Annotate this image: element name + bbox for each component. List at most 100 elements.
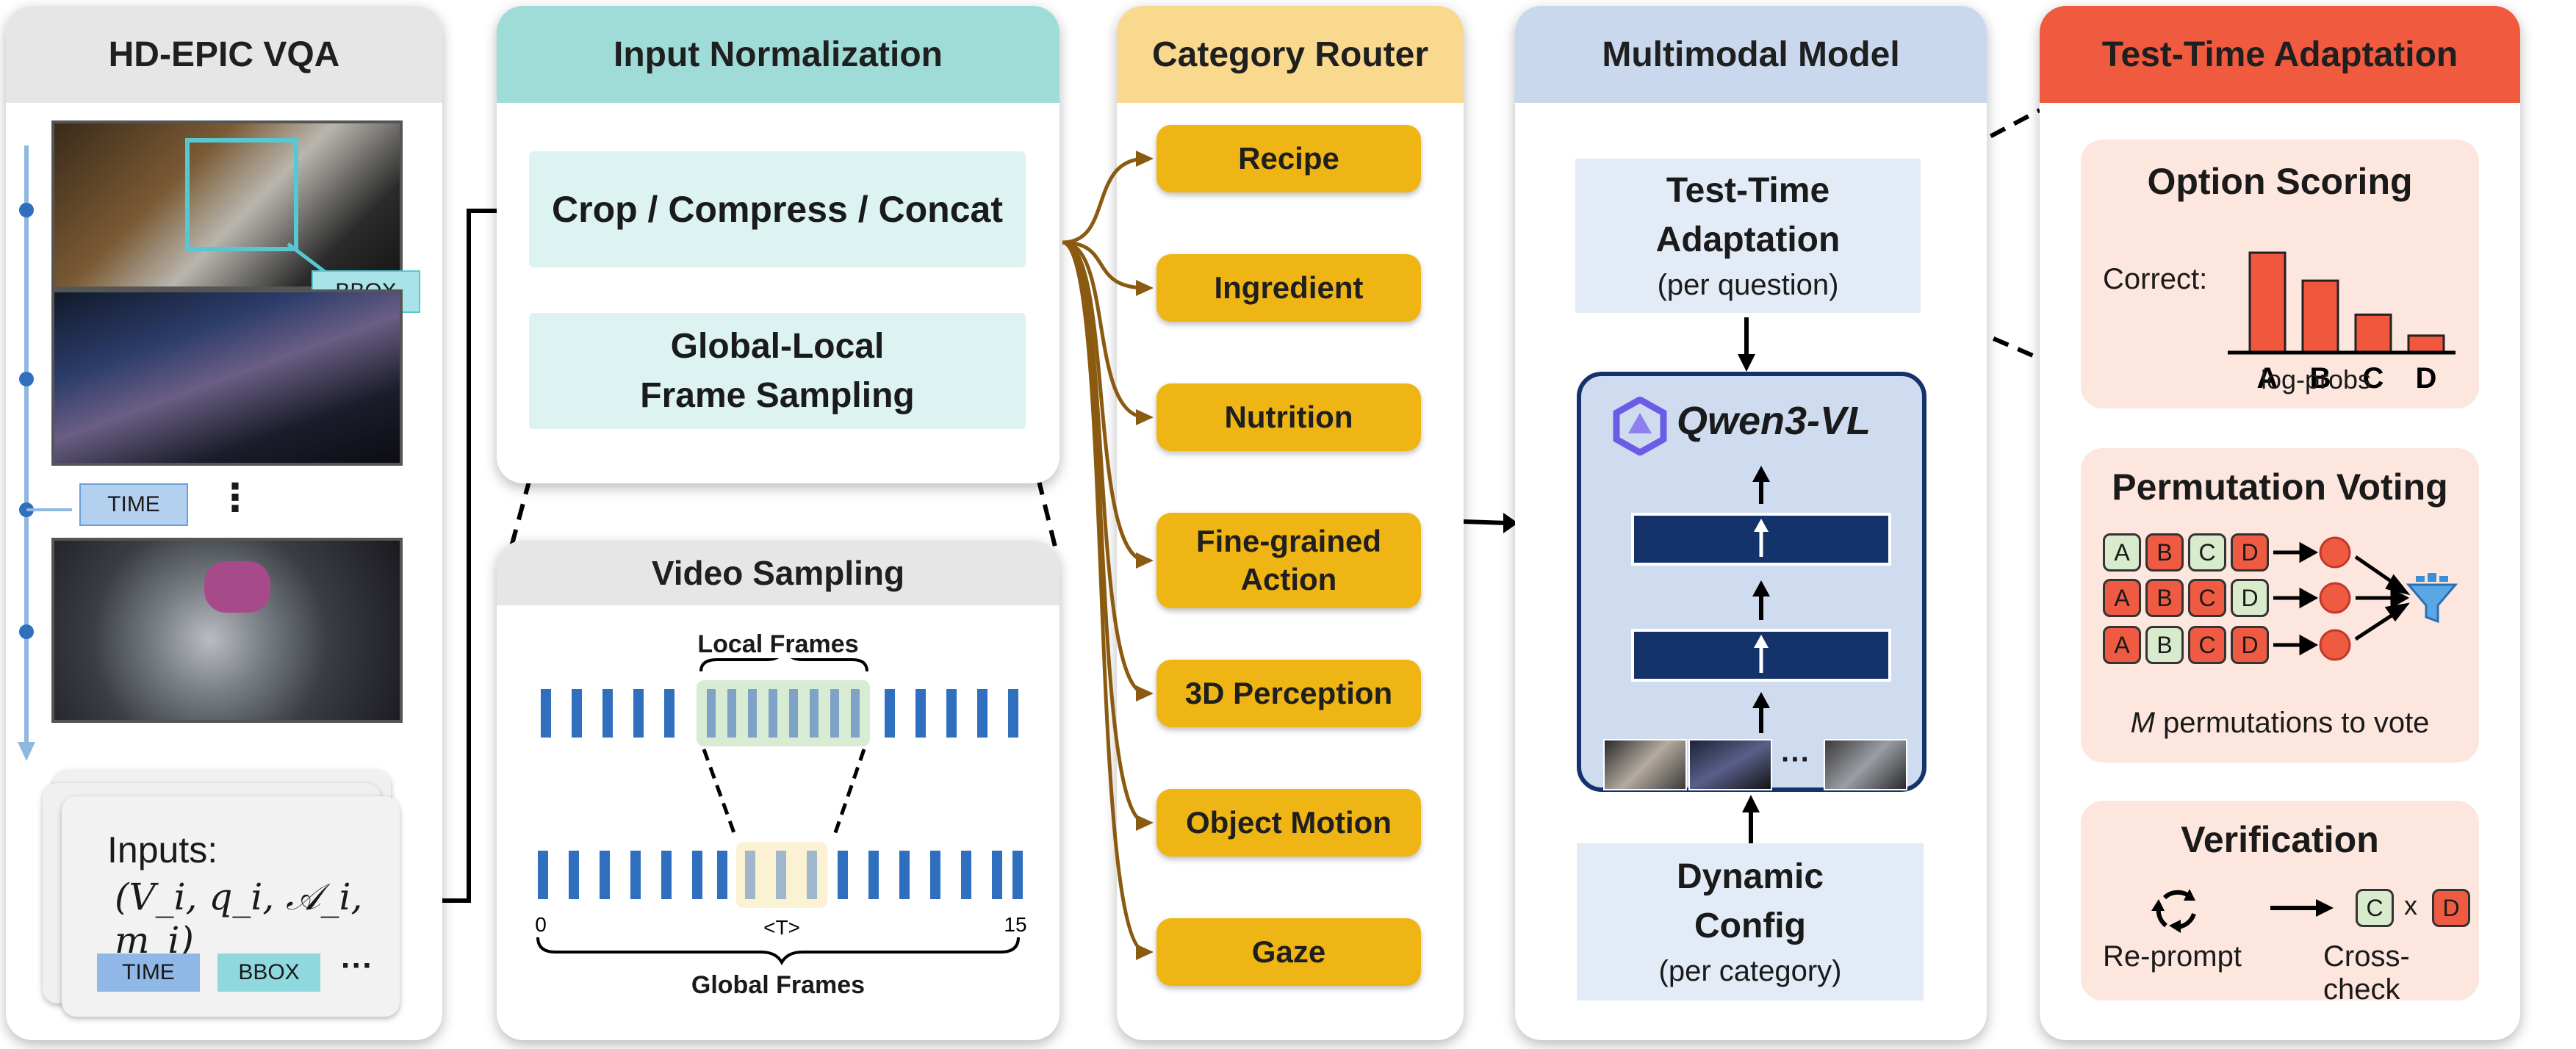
router-arrow	[1062, 156, 1147, 245]
local-frame-bar	[727, 689, 736, 738]
zoom-line-right	[1023, 427, 1057, 547]
global-frame-bar	[572, 689, 582, 738]
tick-end: 15	[1004, 913, 1026, 936]
vote-dot	[2319, 582, 2351, 614]
model-title: Multimodal Model	[1602, 35, 1900, 74]
global-frame-bar	[541, 689, 551, 738]
correct-label: Correct:	[2103, 263, 2208, 295]
global-frame-bar	[633, 689, 644, 738]
crosscheck-label: Cross-check	[2323, 940, 2410, 1006]
global-frame-bar	[899, 851, 910, 899]
timeline-dot	[19, 624, 34, 639]
inputs-formula: (V_i, q_i, 𝒜_i, m_i)	[115, 876, 363, 962]
global-frame-bar	[946, 689, 957, 738]
perm-tile: A	[2103, 626, 2141, 664]
frame-sampling-box: Global-Local Frame Sampling	[529, 313, 1026, 429]
global-frame-bar	[961, 851, 971, 899]
permutations-caption: M permutations to vote	[2130, 707, 2430, 739]
local-frame-bar	[830, 689, 839, 738]
global-frame-bar	[977, 689, 987, 738]
normalization-panel: Input Normalization Crop / Compress / Co…	[497, 6, 1059, 483]
qwen-model-name: Qwen3-VL	[1677, 399, 1871, 443]
global-frame-bar	[915, 689, 926, 738]
time-chip: TIME	[97, 954, 200, 992]
tta-title: Test-Time Adaptation	[2101, 35, 2458, 74]
timeline-dot	[19, 372, 34, 386]
vqa-panel: HD-EPIC VQA BBOX TIME ⋮ Inputs: (V_i, q_…	[6, 6, 442, 1040]
timeline	[18, 145, 72, 761]
category-ingredient: Ingredient	[1156, 254, 1421, 322]
local-frames-highlight	[697, 680, 870, 746]
normalization-header: Input Normalization	[497, 6, 1059, 103]
zoom-line-left	[509, 427, 546, 547]
normalization-title: Input Normalization	[614, 35, 943, 74]
funnel-icon	[2406, 573, 2458, 624]
perm-tile: C	[2188, 626, 2226, 664]
frames-ellipsis: ⋮	[216, 477, 254, 519]
router-arrow	[1062, 240, 1147, 563]
window-frame-bar	[807, 851, 817, 899]
global-frame-bar	[569, 851, 579, 899]
dynamic-config-box: Dynamic Config (per category)	[1577, 843, 1924, 1001]
bbox-chip: BBOX	[217, 954, 320, 992]
local-frame-bar	[851, 689, 860, 738]
time-tag: TIME	[79, 483, 188, 526]
thumbs-ellipsis: ···	[1781, 743, 1810, 776]
perm-tile: A	[2103, 533, 2141, 572]
reprompt-label: Re-prompt	[2103, 940, 2242, 973]
local-frame-bar	[810, 689, 819, 738]
local-frame-bar	[789, 689, 798, 738]
bbox-highlight	[185, 138, 298, 251]
inputs-card: Inputs: (V_i, q_i, 𝒜_i, m_i) TIME BBOX ·…	[62, 796, 400, 1017]
video-frame-1	[51, 120, 403, 289]
timeline-dot	[19, 203, 34, 217]
tta-header: Test-Time Adaptation	[2040, 6, 2520, 103]
vote-dot	[2319, 536, 2351, 569]
input-thumbnail	[1603, 739, 1687, 790]
model-layers	[1631, 466, 1891, 682]
inputs-label: Inputs:	[107, 829, 218, 870]
video-sampling-header: Video Sampling	[497, 541, 1059, 605]
verification-title: Verification	[2181, 819, 2379, 860]
input-thumbnail	[1824, 739, 1907, 790]
input-thumbnail	[1688, 739, 1772, 790]
global-frame-bar	[538, 851, 548, 899]
global-frame-bar	[661, 851, 672, 899]
log-probs-caption: log-probs	[2260, 364, 2372, 394]
option-label: B	[2310, 362, 2331, 394]
verification-card: Verification C x D Re-prompt Cross-check	[2081, 801, 2479, 1006]
qwen-logo-icon	[1613, 397, 1667, 455]
frame-sampling-diagram: 0 <T> 15	[535, 658, 1027, 966]
score-bar-b	[2301, 279, 2339, 354]
times-sign: x	[2404, 890, 2417, 920]
global-frame-bar	[630, 851, 641, 899]
vote-arrows	[2273, 536, 2458, 661]
perm-tile: C	[2188, 533, 2226, 572]
perm-tile: B	[2145, 579, 2184, 617]
category-nutrition: Nutrition	[1156, 383, 1421, 451]
local-frame-bar	[707, 689, 716, 738]
video-sampling-panel: Video Sampling Local Frames 0 <T> 15 Glo…	[497, 541, 1059, 1040]
window-frame-bar	[776, 851, 786, 899]
video-frame-2	[51, 289, 403, 466]
tick-start: 0	[535, 913, 547, 936]
tta-box: Test-Time Adaptation (per question)	[1575, 159, 1921, 313]
vqa-header: HD-EPIC VQA	[6, 6, 442, 103]
router-arrow	[1062, 240, 1147, 290]
video-sampling-title: Video Sampling	[651, 554, 905, 592]
perm-tile: D	[2231, 533, 2269, 572]
reprompt-cycle-icon	[2151, 889, 2196, 933]
global-frame-bar	[1012, 851, 1023, 899]
option-label: A	[2257, 362, 2278, 394]
router-arrow	[1062, 240, 1147, 419]
permutation-voting-title: Permutation Voting	[2112, 466, 2448, 508]
local-frame-bar	[769, 689, 777, 738]
crosscheck-tile-c: C	[2356, 889, 2394, 927]
category-gaze: Gaze	[1156, 918, 1421, 986]
category-object-motion: Object Motion	[1156, 789, 1421, 857]
global-frame-bar	[1008, 689, 1018, 738]
